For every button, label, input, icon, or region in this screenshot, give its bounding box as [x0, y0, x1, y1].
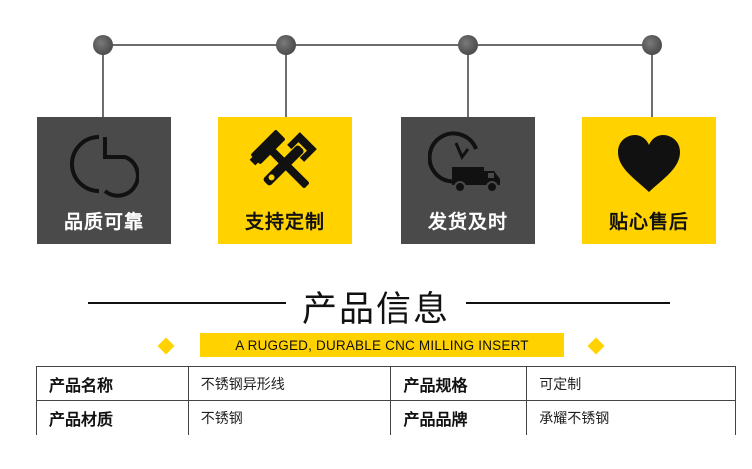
connector-dot-1 [93, 35, 113, 55]
connector-drop-1 [102, 54, 104, 117]
title-rule-left [88, 302, 286, 304]
feature-card-aftersales: 贴心售后 [582, 117, 716, 244]
connector-line [103, 44, 652, 46]
section-title: 产品信息 [301, 290, 450, 330]
info-value-name: 不锈钢异形线 [187, 366, 392, 401]
delivery-truck-clock-icon [401, 127, 535, 201]
diamond-left-icon [157, 337, 175, 355]
feature-card-custom: 支持定制 [218, 117, 352, 244]
feature-card-delivery: 发货及时 [401, 117, 535, 244]
feature-label-quality: 品质可靠 [63, 211, 144, 233]
table-row: 产品名称 不锈钢异形线 产品规格 可定制 [36, 366, 736, 401]
feature-label-aftersales: 贴心售后 [608, 211, 689, 233]
connector-drop-3 [467, 54, 469, 117]
connector-drop-2 [285, 54, 287, 117]
info-key-name: 产品名称 [36, 366, 189, 401]
diamond-right-icon [587, 337, 605, 355]
connector-dot-3 [458, 35, 478, 55]
section-subtitle-banner: A RUGGED, DURABLE CNC MILLING INSERT [200, 333, 564, 357]
feature-label-custom: 支持定制 [244, 211, 325, 233]
info-value-material: 不锈钢 [187, 400, 392, 435]
info-key-spec: 产品规格 [390, 366, 528, 401]
product-info-table: 产品名称 不锈钢异形线 产品规格 可定制 产品材质 不锈钢 产品品牌 承耀不锈钢 [36, 366, 736, 435]
connector-drop-4 [651, 54, 653, 117]
info-value-spec: 可定制 [526, 366, 736, 401]
feature-card-quality: 品质可靠 [37, 117, 171, 244]
feature-label-delivery: 发货及时 [427, 211, 508, 233]
table-row: 产品材质 不锈钢 产品品牌 承耀不锈钢 [36, 400, 736, 435]
info-key-brand: 产品品牌 [390, 400, 528, 435]
info-value-brand: 承耀不锈钢 [526, 400, 736, 435]
quality-logo-icon [37, 127, 171, 201]
title-rule-right [466, 302, 670, 304]
connector-dot-4 [642, 35, 662, 55]
wrench-hammer-icon [218, 127, 352, 201]
connector-dot-2 [276, 35, 296, 55]
heart-icon [582, 127, 716, 201]
info-key-material: 产品材质 [36, 400, 189, 435]
